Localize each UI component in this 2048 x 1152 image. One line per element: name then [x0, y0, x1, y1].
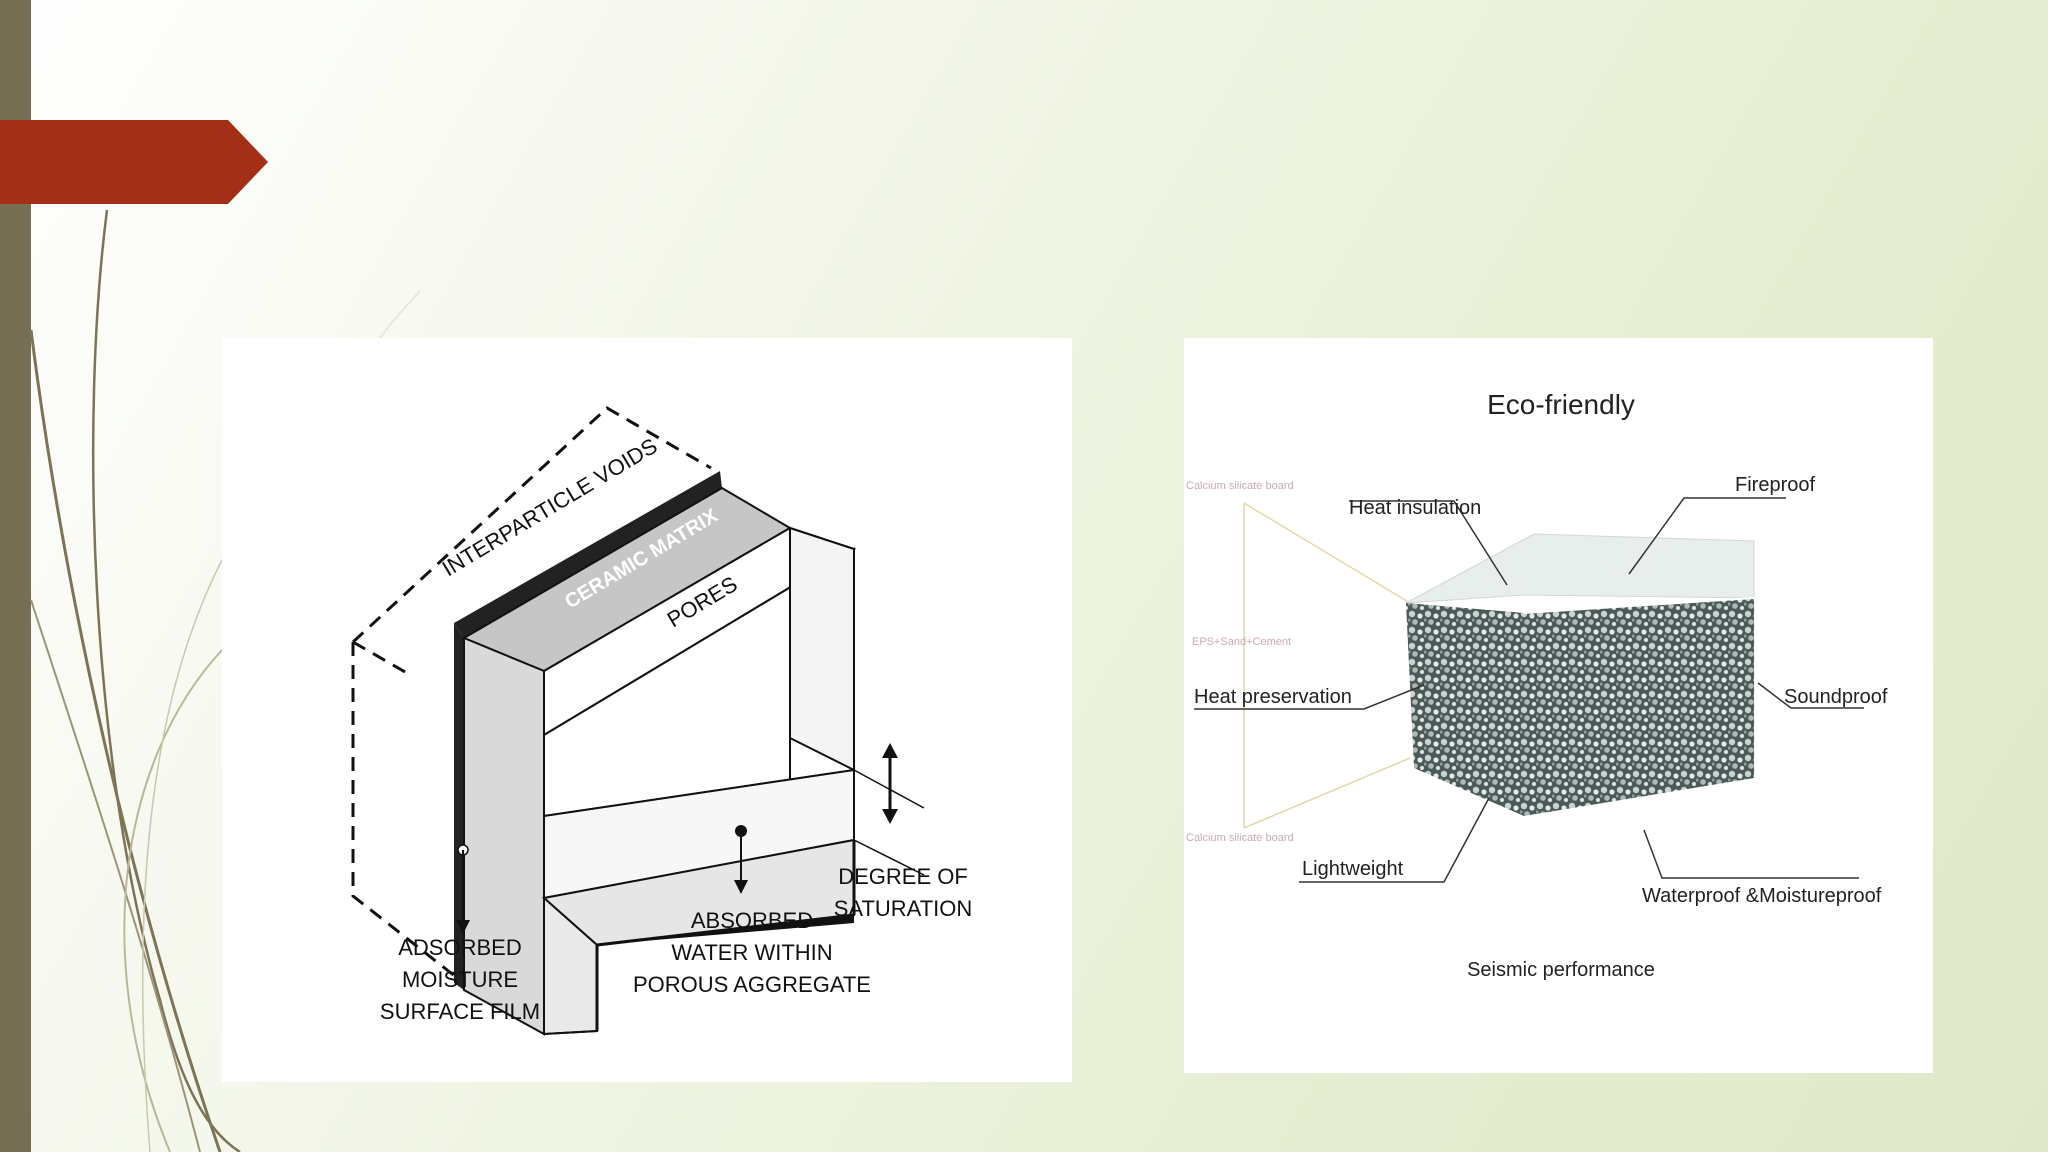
label-waterproof: Waterproof &Moistureproof [1642, 885, 1882, 907]
sandwich-panel-diagram: Eco-friendly Calcium silicate board EPS+… [1184, 338, 1933, 1073]
title-accent-arrow [0, 120, 268, 204]
label-heat-insulation: Heat insulation [1349, 497, 1481, 519]
label-absorbed-1: ABSORBED [691, 908, 813, 933]
layer-label-top: Calcium silicate board [1186, 480, 1294, 492]
label-seismic: Seismic performance [1467, 959, 1655, 981]
panel-gravel-core [1524, 598, 1754, 816]
label-lightweight: Lightweight [1302, 858, 1404, 880]
label-soundproof: Soundproof [1784, 686, 1888, 708]
layer-label-bottom: Calcium silicate board [1186, 832, 1294, 844]
accent-arrow-shape [0, 120, 268, 204]
aggregate-moisture-diagram: INTERPARTICLE VOIDS CERAMIC MATRIX PORES… [222, 338, 1072, 1082]
label-moisture-2: MOISTURE [402, 967, 518, 992]
layer-label-middle: EPS+Sand+Cement [1192, 636, 1291, 648]
label-saturation-1: DEGREE OF [838, 864, 968, 889]
label-moisture-3: SURFACE FILM [380, 999, 540, 1024]
label-absorbed-3: POROUS AGGREGATE [633, 972, 871, 997]
label-fireproof: Fireproof [1735, 474, 1815, 496]
label-heat-preservation: Heat preservation [1194, 686, 1352, 708]
figure-title: Eco-friendly [1487, 389, 1635, 420]
label-saturation-2: SATURATION [834, 896, 973, 921]
label-moisture-1: ADSORBED [398, 935, 521, 960]
label-absorbed-2: WATER WITHIN [671, 940, 832, 965]
